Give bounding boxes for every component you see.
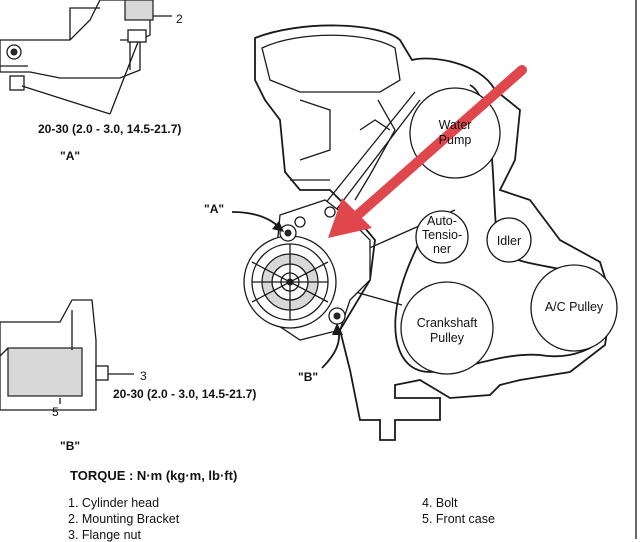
ac-pulley-label-line-1: A/C Pulley: [544, 300, 604, 314]
detail-a-bracket: [0, 0, 172, 115]
idler-pulley: [486, 217, 532, 263]
auto-tensioner-label-line-3: ner: [432, 242, 452, 256]
crankshaft-label: Crankshaft Pulley: [400, 316, 494, 346]
legend-item-3: 3. Flange nut: [68, 528, 141, 542]
main-b-label: "B": [298, 370, 319, 384]
auto-tensioner-label-line-1: Auto-: [427, 214, 457, 228]
detail-a-label: "A": [60, 149, 81, 163]
detail-b-bracket: [0, 299, 134, 411]
auto-tensioner-pulley: [415, 210, 469, 264]
callout-b-arrowhead: [332, 323, 343, 335]
idler-label: Idler: [484, 234, 534, 249]
auto-tensioner-label: Auto- Tensio- ner: [412, 214, 472, 256]
water-pump-label: Water Pump: [420, 118, 490, 148]
legend-item-2: 2. Mounting Bracket: [68, 512, 180, 526]
engine-block-outline: [254, 24, 613, 441]
alternator: [243, 199, 371, 341]
water-pump-label-line-1: Water: [438, 118, 472, 132]
detail-b-label: "B": [60, 439, 81, 453]
legend-item-5: 5. Front case: [422, 512, 495, 526]
ac-pulley-label: A/C Pulley: [534, 300, 614, 315]
torque-units-title: TORQUE : N·m (kg·m, lb·ft): [70, 468, 238, 483]
crankshaft-label-line-2: Pulley: [429, 331, 465, 345]
torque-spec-bottom: 20-30 (2.0 - 3.0, 14.5-21.7): [113, 387, 257, 401]
auto-tensioner-label-line-2: Tensio-: [421, 228, 463, 242]
legend-item-4: 4. Bolt: [422, 496, 458, 510]
water-pump-label-line-2: Pump: [438, 133, 472, 147]
crankshaft-label-line-1: Crankshaft: [416, 316, 478, 330]
main-a-label: "A": [204, 202, 225, 216]
callout-a-arrowhead: [272, 221, 284, 232]
legend-item-1: 1. Cylinder head: [68, 496, 160, 510]
red-annotation-arrow: [328, 65, 527, 238]
callout-3: 3: [140, 369, 147, 383]
ac-pulley: [530, 264, 618, 352]
crankshaft-pulley: [400, 281, 494, 375]
callout-a-arrow: [231, 211, 281, 229]
callout-2: 2: [176, 12, 183, 26]
callout-5: 5: [52, 405, 59, 419]
torque-spec-top: 20-30 (2.0 - 3.0, 14.5-21.7): [38, 122, 182, 136]
idler-label-line-1: Idler: [496, 234, 522, 248]
